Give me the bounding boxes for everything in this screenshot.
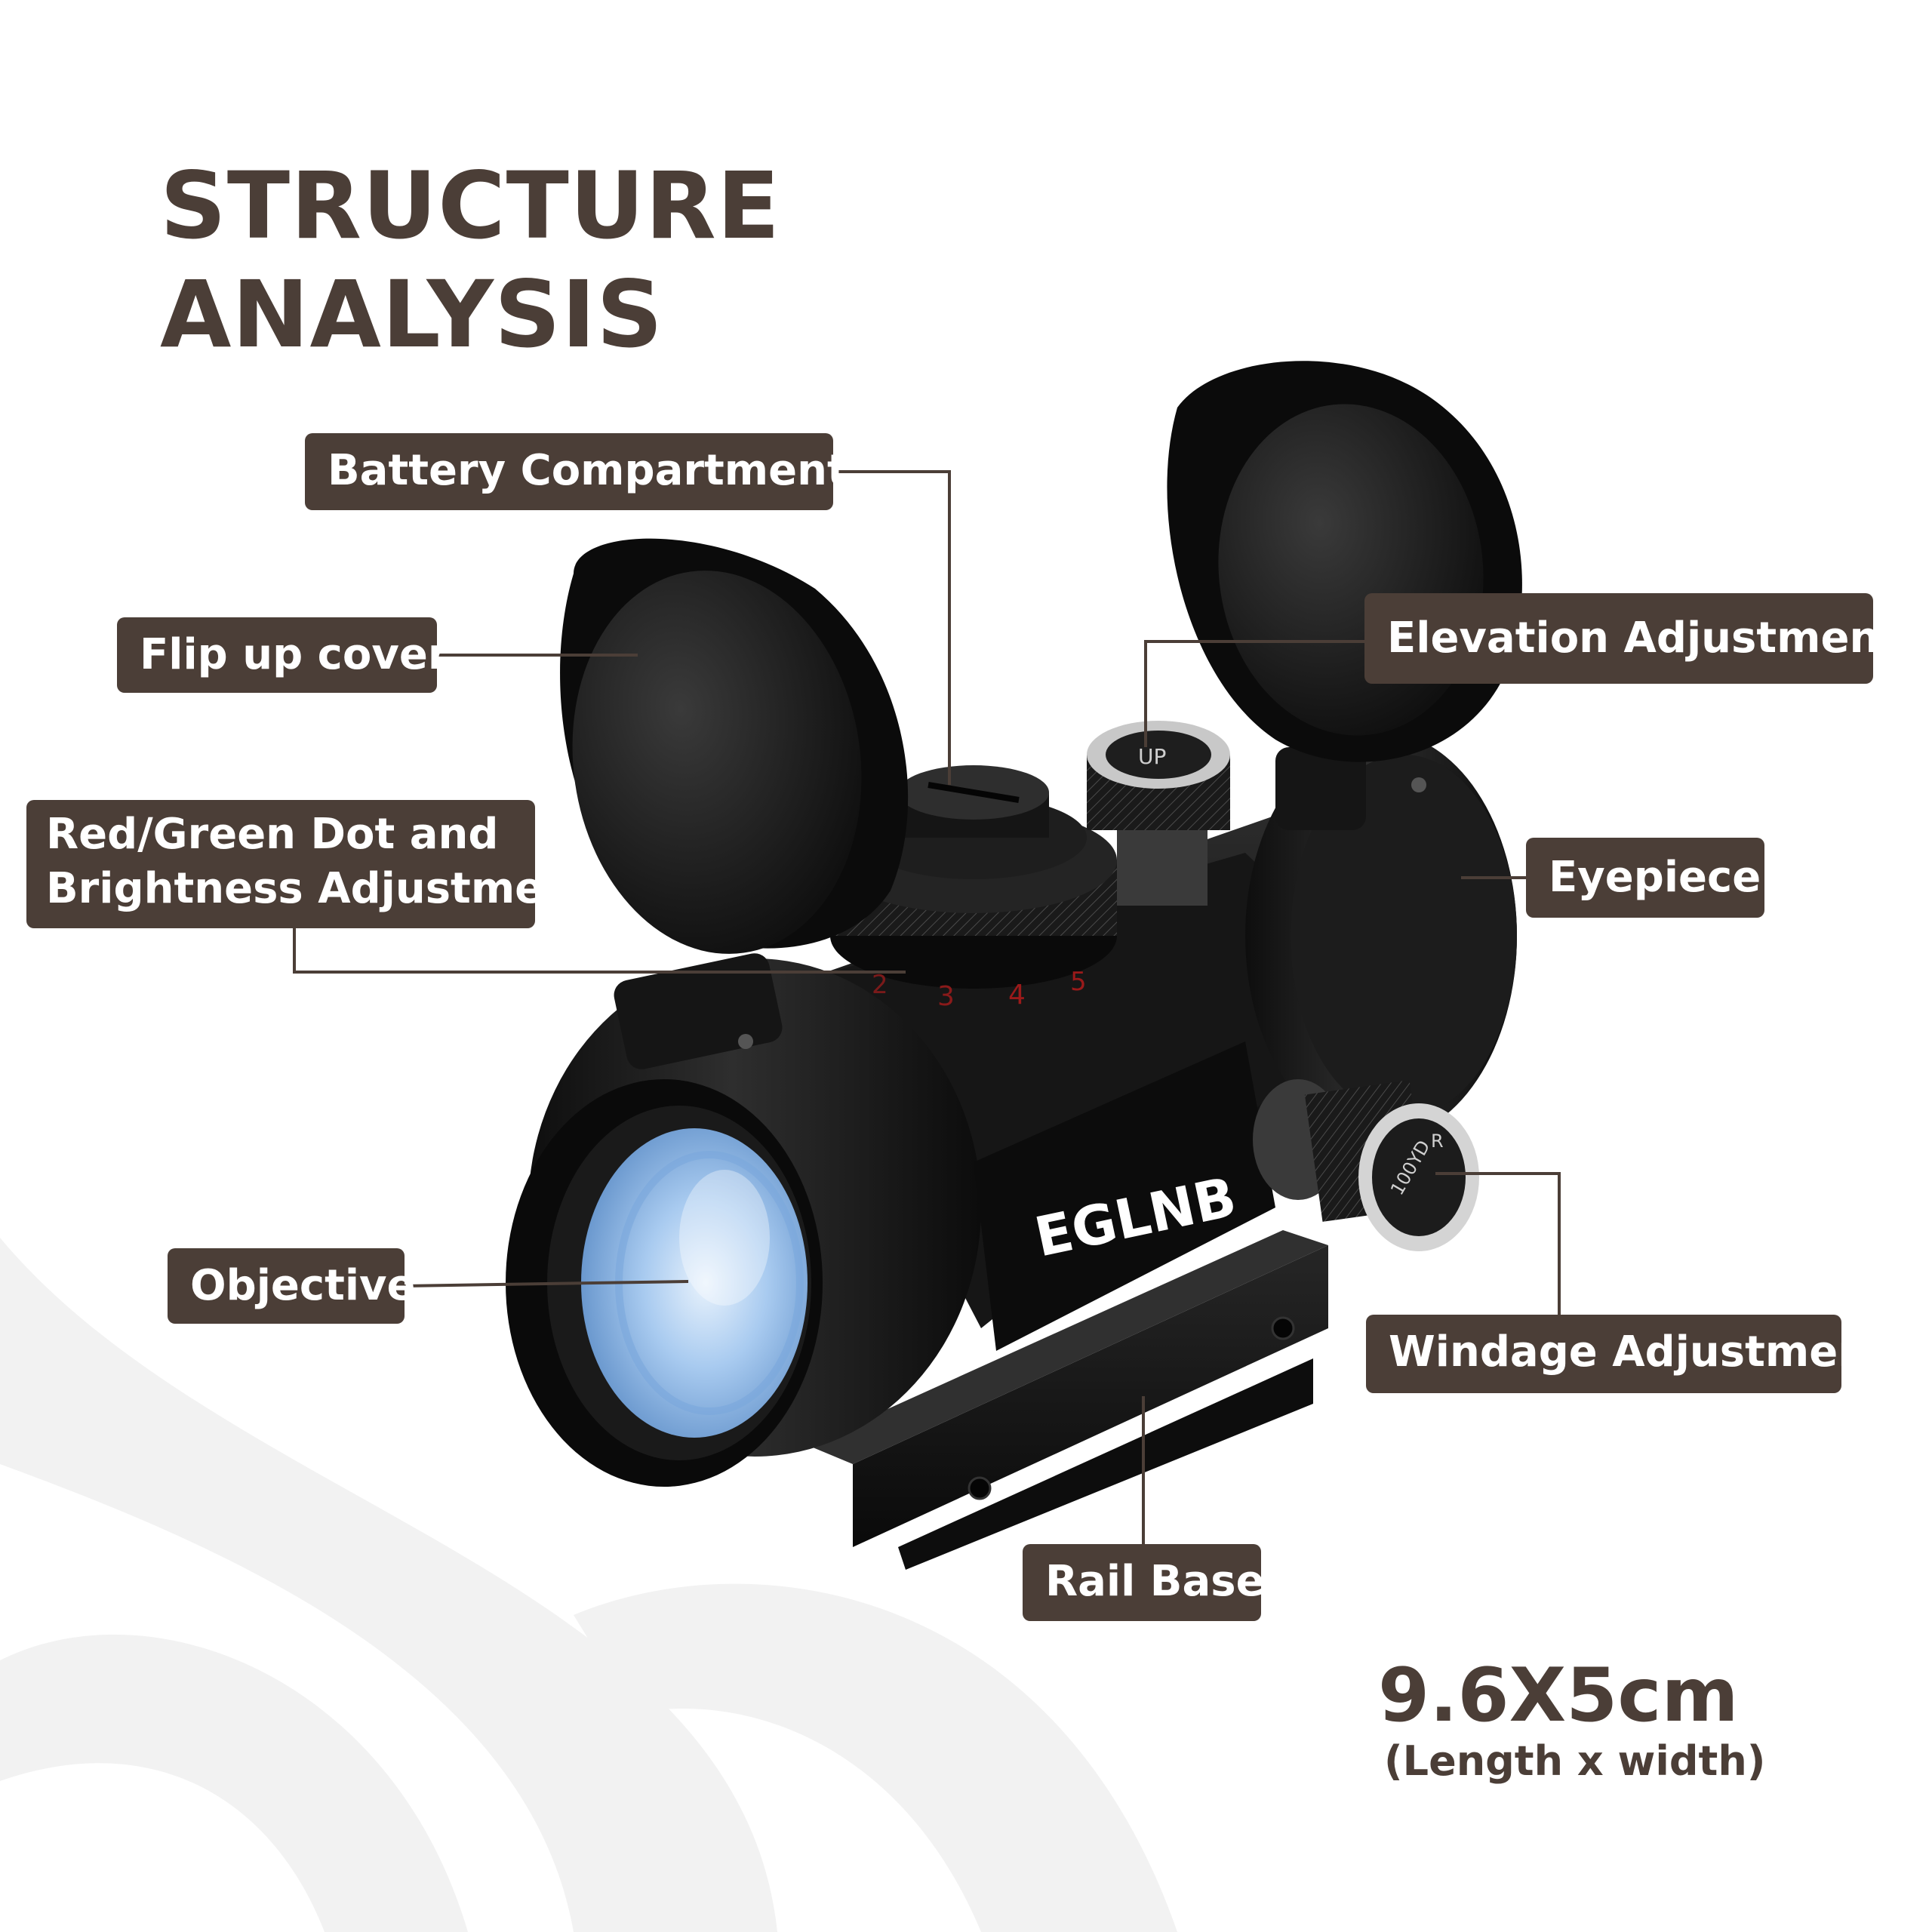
callout-objective: Objective	[168, 1248, 416, 1324]
dial-number-5: 5	[1070, 967, 1087, 997]
dial-number-2: 2	[872, 970, 888, 1000]
callout-windage-adjustment: Windage Adjustment	[1366, 1315, 1888, 1393]
windage-knob-shape: 100YD R	[1253, 1079, 1479, 1251]
callout-elevation-adjustment: Elevation Adjustment	[1364, 593, 1900, 684]
page-title-line-2: ANALYSIS	[160, 261, 664, 368]
callout-flip-up-cover: Flip up cover	[117, 617, 448, 693]
dial-number-3: 3	[937, 981, 955, 1012]
callout-flip-cover-label: Flip up cover	[140, 630, 449, 679]
leader-battery	[833, 470, 951, 785]
leader-windage	[1435, 1172, 1561, 1315]
callout-elevation-label: Elevation Adjustment	[1387, 614, 1900, 663]
elevation-knob-marking: UP	[1138, 744, 1166, 769]
callout-dot-label-line-2: Brightness Adjustment	[46, 864, 594, 913]
callout-dot-label-line-1: Red/Green Dot and	[46, 810, 499, 859]
watermark-arcs	[0, 1238, 1177, 1932]
callout-objective-label: Objective	[190, 1261, 416, 1310]
dial-number-4: 4	[1008, 980, 1026, 1011]
leader-lines	[293, 470, 1561, 1544]
front-flip-cover-shape	[560, 538, 909, 1069]
callout-rail-label: Rail Base	[1045, 1557, 1265, 1606]
dimension-note: (Length x width)	[1384, 1737, 1766, 1785]
callout-windage-label: Windage Adjustment	[1389, 1327, 1888, 1377]
callout-battery-compartment: Battery Compartment	[305, 433, 848, 510]
page-title-line-1: STRUCTURE	[160, 152, 781, 260]
leader-objective	[404, 1280, 689, 1287]
callout-rail-base: Rail Base	[1023, 1544, 1265, 1621]
windage-knob-arrow: R	[1431, 1131, 1444, 1152]
callout-eyepiece-label: Eyepiece	[1549, 853, 1761, 902]
leader-dot-brightness	[293, 928, 906, 974]
dimension-value: 9.6X5cm	[1378, 1653, 1739, 1739]
callout-battery-label: Battery Compartment	[328, 446, 848, 495]
leader-elevation	[1144, 640, 1364, 747]
callout-eyepiece: Eyepiece	[1526, 838, 1764, 918]
callout-dot-brightness: Red/Green Dot and Brightness Adjustment	[26, 800, 594, 928]
rail-base-shape	[808, 1230, 1328, 1570]
elevation-knob-shape: UP	[1087, 721, 1230, 906]
